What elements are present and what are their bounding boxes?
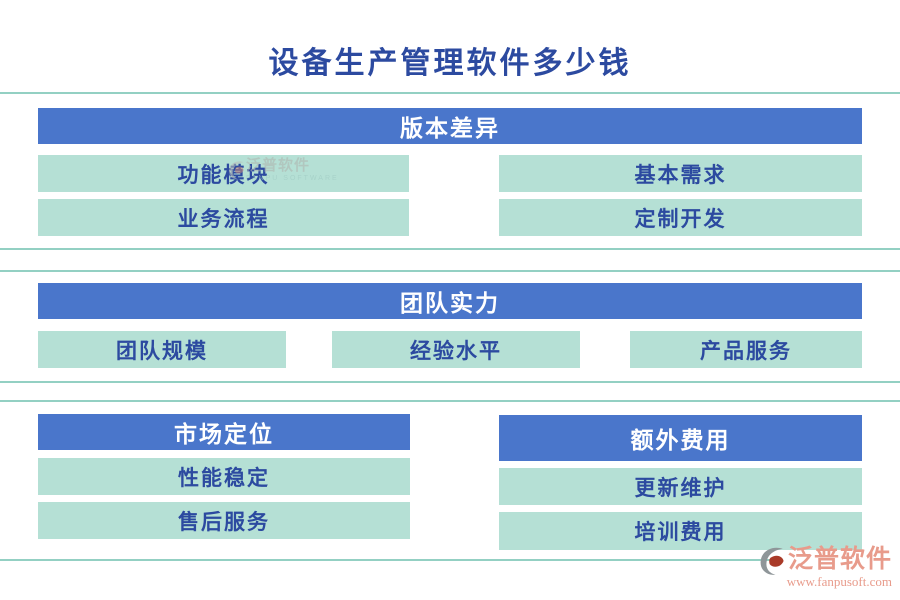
divider-under-title	[0, 92, 900, 94]
cell-experience-level: 经验水平	[332, 331, 580, 368]
cell-business-process: 业务流程	[38, 199, 409, 236]
section-header-team-strength: 团队实力	[38, 283, 862, 319]
divider-line	[0, 248, 900, 250]
cell-after-sales-service: 售后服务	[38, 502, 410, 539]
page-title: 设备生产管理软件多少钱	[268, 47, 632, 80]
divider-line	[0, 270, 900, 272]
cell-stable-performance: 性能稳定	[38, 458, 410, 495]
cell-product-service: 产品服务	[630, 331, 862, 368]
section-header-market-position: 市场定位	[38, 414, 410, 450]
divider-line	[0, 400, 900, 402]
footer-watermark-url: www.fanpusoft.com	[786, 574, 892, 589]
cell-basic-requirements: 基本需求	[499, 155, 862, 192]
cell-update-maintenance: 更新维护	[499, 468, 862, 505]
section-header-version-diff: 版本差异	[38, 108, 862, 144]
cell-training-cost: 培训费用	[499, 512, 862, 550]
fanpu-logo-icon	[760, 546, 786, 576]
divider-line	[0, 381, 900, 383]
bottom-divider-line	[0, 559, 780, 561]
footer-watermark-brand: 泛普软件	[787, 546, 892, 573]
cell-team-size: 团队规模	[38, 331, 286, 368]
cell-function-modules: 功能模块	[38, 155, 409, 192]
cell-custom-development: 定制开发	[499, 199, 862, 236]
footer-brand-watermark: 泛普软件 www.fanpusoft.com	[742, 546, 892, 590]
section-header-extra-cost: 额外费用	[499, 415, 862, 461]
